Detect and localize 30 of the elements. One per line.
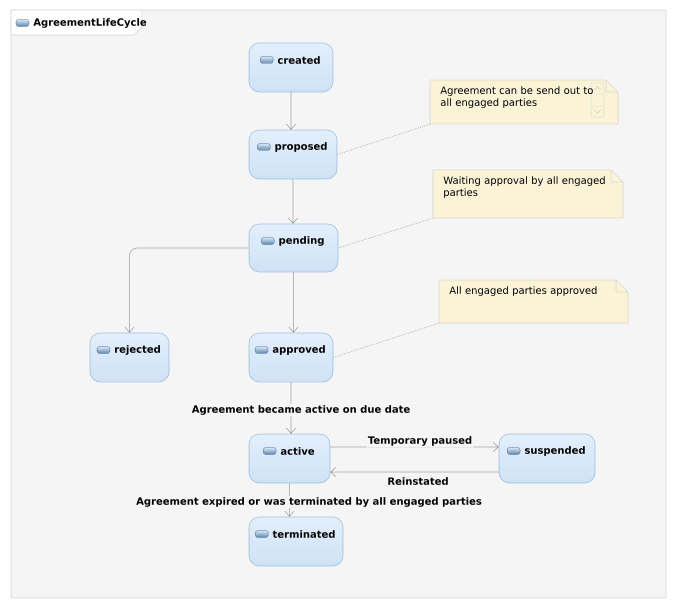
arrow: [330, 467, 499, 477]
state-name: approved: [272, 345, 325, 355]
state-box: [248, 332, 334, 382]
frame-title: AgreementLifeCycle: [33, 18, 146, 28]
edge-label: Agreement became active on due date: [192, 405, 410, 415]
state-name: proposed: [275, 142, 327, 152]
state-name: terminated: [272, 530, 335, 538]
state-box: [248, 224, 338, 272]
state-name: rejected: [115, 345, 160, 355]
state-name: pending: [279, 236, 324, 246]
state-box: [248, 516, 344, 566]
note-text: Agreement can be send out to all engaged parties: [440, 86, 593, 108]
state-box: [498, 434, 596, 484]
arrow: [288, 179, 298, 224]
state-box: [248, 42, 334, 92]
edge-label: Temporary paused: [368, 436, 472, 446]
note-text: All engaged parties approved: [449, 286, 596, 296]
note-text: Waiting approval by all engaged parties: [444, 176, 605, 198]
arrow: [330, 442, 499, 452]
edge-label: Agreement expired or was terminated by all engaged parties: [136, 497, 482, 507]
arrow: [124, 248, 249, 333]
state-name: created: [278, 56, 320, 64]
arrow: [288, 272, 298, 333]
edge-label: Reinstated: [388, 477, 448, 485]
state-name: active: [280, 447, 314, 455]
arrow: [286, 92, 296, 130]
state-box: [248, 434, 330, 484]
state-box: [248, 130, 338, 180]
state-name: suspended: [524, 446, 585, 456]
state-box: [90, 332, 170, 382]
